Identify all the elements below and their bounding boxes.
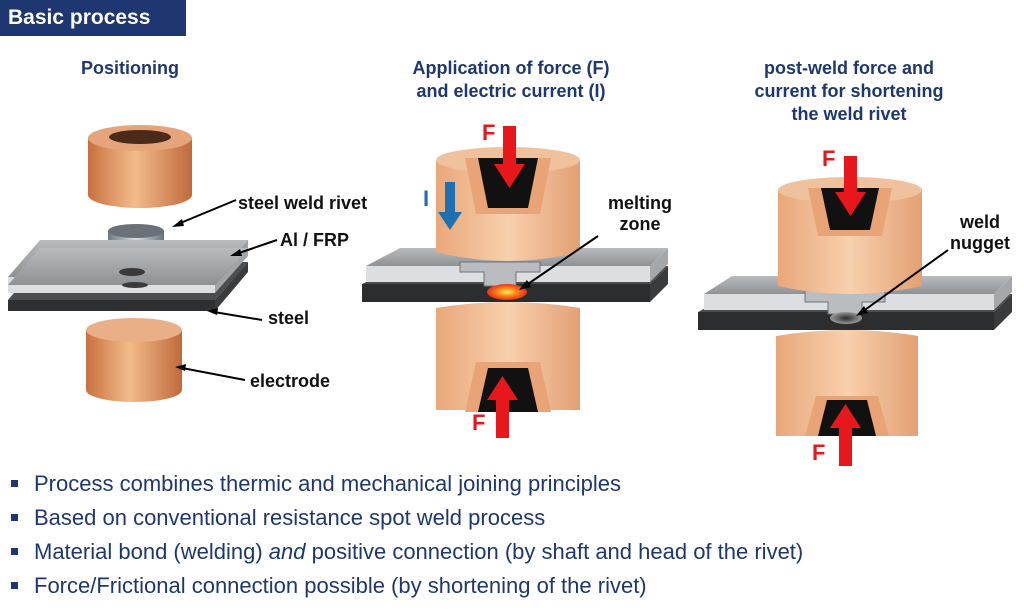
label-steel: steel [268, 308, 310, 328]
leader-line-nugget [856, 249, 949, 316]
force-label: F [482, 120, 496, 145]
heading-positioning: Positioning [81, 58, 179, 78]
label-electrode: electrode [250, 371, 331, 391]
panel-application [362, 126, 668, 438]
melting-zone-glow [487, 284, 527, 300]
bullet-square-icon [11, 582, 18, 589]
panel-positioning [8, 125, 278, 402]
bullet-square-icon [11, 548, 18, 555]
label-weld-nugget: weld nugget [950, 212, 1010, 253]
label-rivet: steel weld rivet [238, 193, 368, 213]
weld-nugget-spot [830, 312, 862, 324]
force-arrow-icon [487, 376, 518, 438]
process-diagram [8, 125, 1012, 466]
heading-application: Application of force (F) and electric cu… [412, 58, 610, 101]
steel-sheet [8, 248, 248, 311]
heading-postweld: post-weld force and current for shorteni… [754, 58, 944, 124]
bullet-item: Based on conventional resistance spot we… [0, 501, 803, 535]
bullet-list: Process combines thermic and mechanical … [0, 467, 803, 603]
lower-electrode [86, 318, 182, 402]
label-melting-zone: melting zone [608, 193, 673, 234]
leader-lines-positioning [172, 199, 278, 381]
upper-electrode-3 [778, 177, 922, 294]
panel-postweld [698, 156, 1012, 466]
current-label: I [423, 186, 430, 211]
label-al-frp: Al / FRP [280, 230, 350, 250]
title-badge: Basic process [0, 0, 186, 36]
force-arrow-icon [835, 156, 866, 216]
leader-line-melting [519, 235, 599, 290]
bullet-item: Force/Frictional connection possible (by… [0, 569, 803, 603]
force-label: F [472, 410, 486, 435]
force-arrow-icon [494, 126, 525, 188]
force-label: F [822, 146, 836, 171]
bullet-square-icon [11, 480, 18, 487]
bullet-item: Process combines thermic and mechanical … [0, 467, 803, 501]
bullet-square-icon [11, 514, 18, 521]
upper-electrode [88, 125, 192, 208]
upper-electrode-2 [436, 147, 580, 261]
force-label: F [812, 440, 826, 465]
bullet-item: Material bond (welding) and positive con… [0, 535, 803, 569]
force-arrow-icon [830, 404, 861, 466]
current-arrow-icon [438, 182, 462, 230]
page-title: Basic process [8, 6, 151, 29]
